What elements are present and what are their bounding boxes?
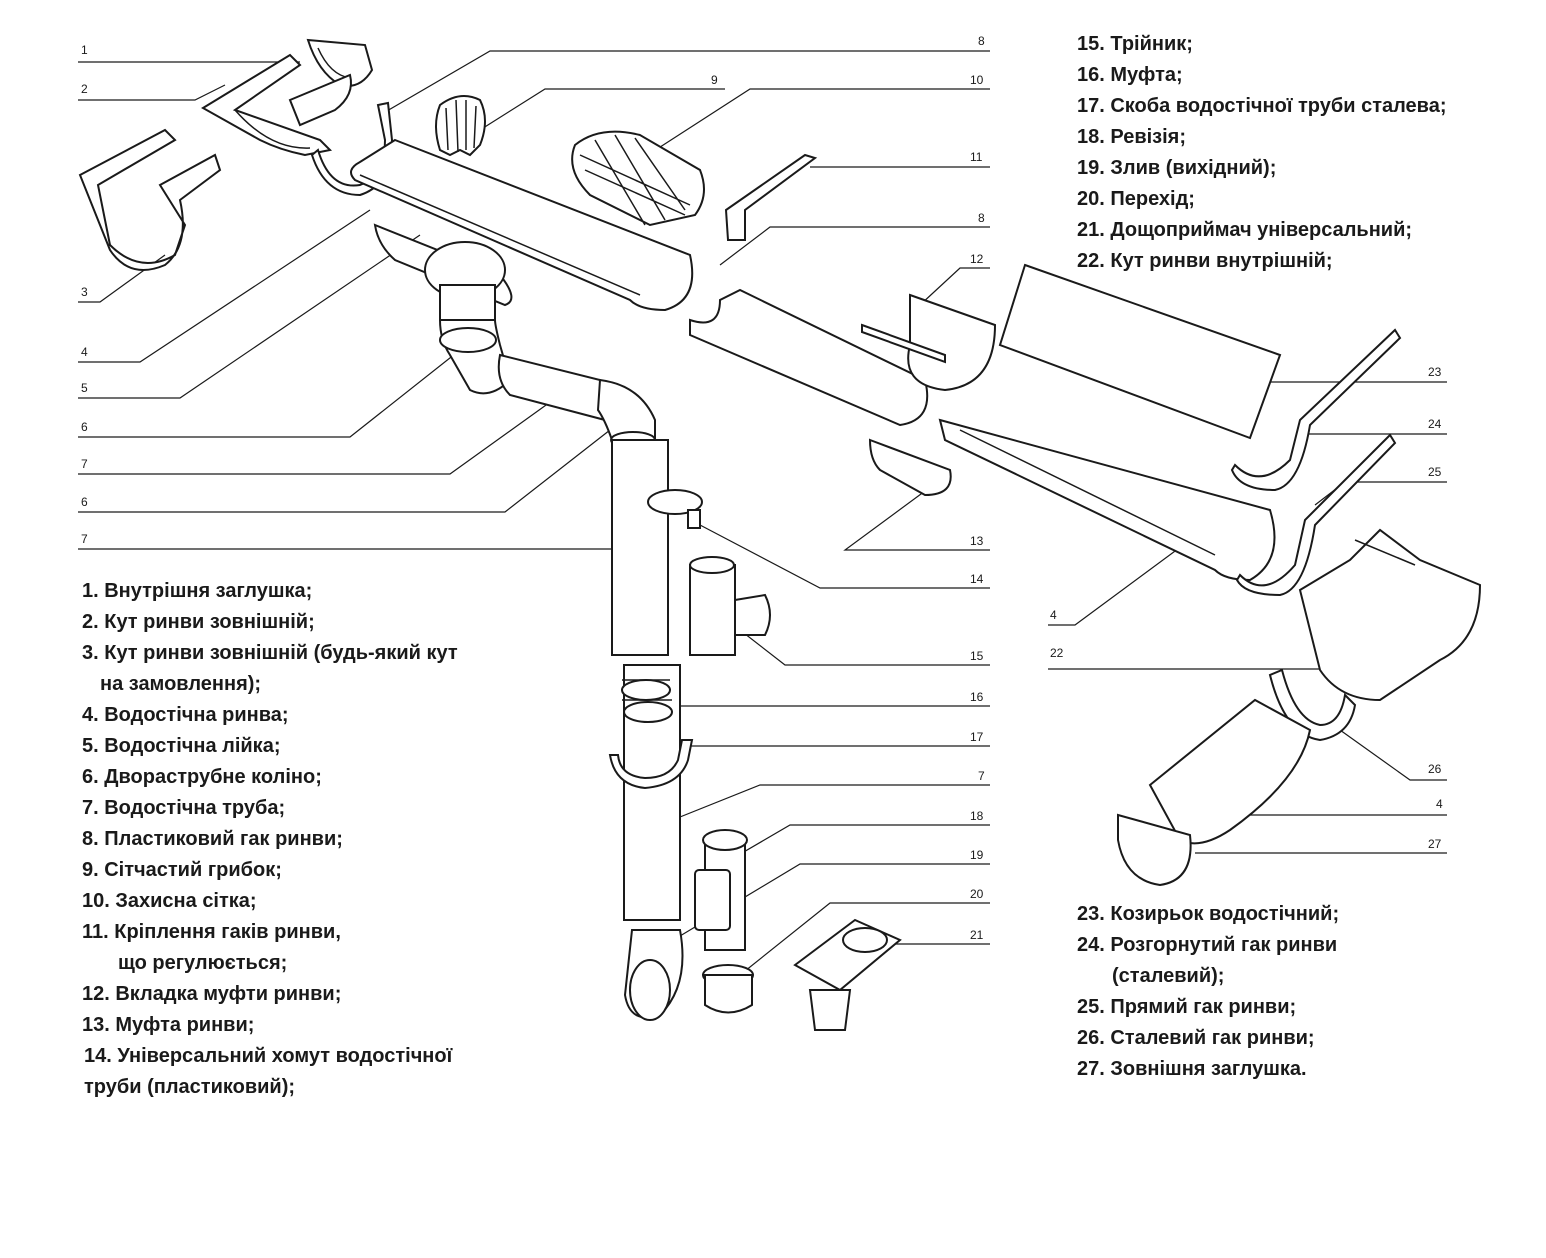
legend-item: 17. Скоба водостічної труби сталева; (1077, 95, 1447, 117)
callout-7b: 7 (81, 532, 88, 546)
part-reducer (702, 964, 754, 1014)
part-adjustable-hook-bracket (724, 153, 818, 241)
callout-6b: 6 (81, 495, 88, 509)
legend-item: 22. Кут ринви внутрішній; (1077, 250, 1333, 272)
part-elbow-upper (438, 319, 512, 395)
callout-20: 20 (970, 887, 984, 901)
part-pipe-diagonal (497, 353, 610, 422)
legend-item: 12. Вкладка муфти ринви; (82, 983, 342, 1005)
part-pipe-clamp-plastic (647, 489, 703, 529)
callout-12: 12 (970, 252, 984, 266)
part-protective-mesh (571, 130, 705, 227)
legend-item: 5. Водостічна лійка; (82, 735, 281, 757)
legend-item: труби (пластиковий); (84, 1076, 296, 1098)
legend-item: 6. Двораструбне коліно; (82, 766, 322, 788)
part-fascia-drip (998, 263, 1282, 440)
legend-item: 25. Прямий гак ринви; (1077, 996, 1297, 1018)
legend-item: 21. Дощоприймач універсальний; (1077, 219, 1413, 241)
callout-9: 9 (711, 73, 718, 87)
legend-item: 9. Сітчастий грибок; (82, 859, 282, 881)
part-gutter-joint (868, 438, 952, 497)
callout-numbers: 1 2 3 4 5 6 7 6 7 8 9 10 11 8 12 13 14 1… (81, 34, 1443, 942)
callout-24: 24 (1428, 417, 1442, 431)
callout-22: 22 (1050, 646, 1064, 660)
part-plastic-hook-left (310, 101, 394, 197)
legend-item: 19. Злив (вихідний); (1077, 157, 1277, 179)
legend-item: що регулюється; (118, 952, 288, 974)
callout-8b: 8 (978, 211, 985, 225)
legend-item: 27. Зовнішня заглушка. (1077, 1058, 1307, 1080)
legend-item: 8. Пластиковий гак ринви; (82, 828, 343, 850)
callout-17: 17 (970, 730, 984, 744)
legend-item: 14. Універсальний хомут водостічної (84, 1045, 453, 1067)
callout-7c: 7 (978, 769, 985, 783)
legend-item: 13. Муфта ринви; (82, 1014, 255, 1036)
callout-15: 15 (970, 649, 984, 663)
part-universal-rain-receiver (793, 918, 902, 1031)
part-gutter-lower-right (938, 418, 1276, 582)
callout-4c: 4 (1436, 797, 1443, 811)
legend-item: 2. Кут ринви зовнішній; (82, 611, 315, 633)
legend-item: 10. Захисна сітка; (82, 890, 257, 912)
part-mesh-mushroom (435, 95, 486, 157)
legend-item: 11. Кріплення гаків ринви, (82, 921, 341, 943)
part-inner-corner (1298, 528, 1482, 702)
part-outer-corner (201, 53, 352, 157)
callout-2: 2 (81, 82, 88, 96)
callout-10: 10 (970, 73, 984, 87)
callout-27: 27 (1428, 837, 1442, 851)
part-straight-hook (1235, 433, 1397, 597)
part-inspection (694, 829, 748, 951)
callout-4b: 4 (1050, 608, 1057, 622)
legend-item: 20. Перехід; (1077, 188, 1195, 210)
part-outer-corner-any-angle (78, 128, 222, 271)
callout-5: 5 (81, 381, 88, 395)
part-elbow-lower (596, 378, 656, 449)
callout-1: 1 (81, 43, 88, 57)
callout-26: 26 (1428, 762, 1442, 776)
legend-item: 26. Сталевий гак ринви; (1077, 1027, 1315, 1049)
legend-item: 24. Розгорнутий гак ринви (1077, 934, 1338, 956)
legend-item: 23. Козирьок водостічний; (1077, 903, 1340, 925)
legend-item: (сталевий); (1112, 965, 1225, 987)
callout-6: 6 (81, 420, 88, 434)
legend-item: 16. Муфта; (1077, 64, 1183, 86)
legend-item: на замовлення); (100, 673, 262, 695)
legend-item: 3. Кут ринви зовнішній (будь-який кут (82, 642, 458, 664)
callout-3: 3 (81, 285, 88, 299)
callout-21: 21 (970, 928, 984, 942)
legend-item: 18. Ревізія; (1077, 126, 1187, 148)
callout-19: 19 (970, 848, 984, 862)
callout-18: 18 (970, 809, 984, 823)
part-gutter-upper (350, 138, 694, 312)
part-gutter-bottom-right (1148, 698, 1312, 845)
legend-item: 15. Трійник; (1077, 33, 1193, 55)
legend-item: 1. Внутрішня заглушка; (82, 580, 313, 602)
callout-4: 4 (81, 345, 88, 359)
callout-11: 11 (970, 150, 983, 164)
part-outlet-elbow (623, 929, 684, 1021)
callout-16: 16 (970, 690, 984, 704)
legend-item: 4. Водостічна ринва; (82, 704, 289, 726)
part-extended-hook (1230, 328, 1402, 492)
callout-13: 13 (970, 534, 984, 548)
callout-7: 7 (81, 457, 88, 471)
part-funnel (373, 223, 513, 321)
part-tee (689, 556, 771, 656)
callout-14: 14 (970, 572, 984, 586)
part-joint-insert (861, 293, 997, 392)
callout-23: 23 (1428, 365, 1442, 379)
part-outer-end-cap (1117, 813, 1192, 887)
part-steel-clamp (608, 739, 694, 790)
callout-8: 8 (978, 34, 985, 48)
legend-item: 7. Водостічна труба; (82, 797, 286, 819)
callout-25: 25 (1428, 465, 1442, 479)
part-gutter-middle (689, 288, 929, 427)
